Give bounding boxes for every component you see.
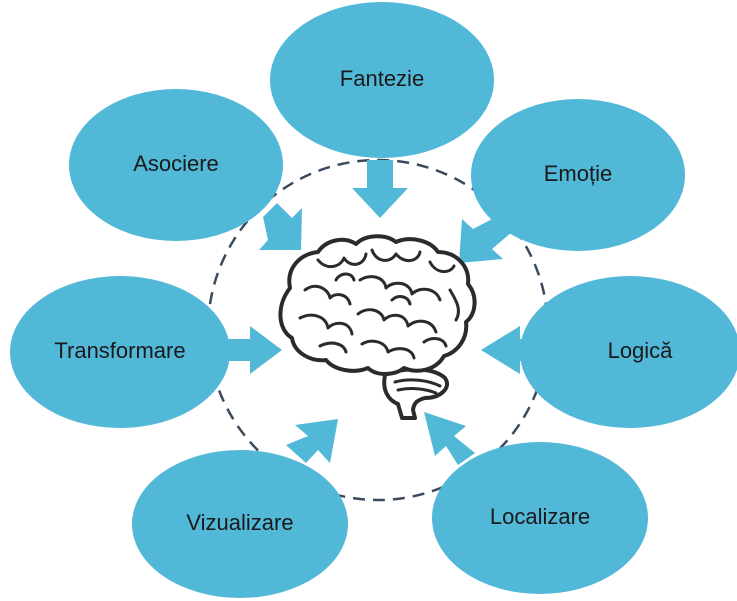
arrow-transformare [224, 326, 282, 374]
label-emotie: Emoție [544, 161, 612, 186]
bubble-emotie [471, 99, 685, 251]
label-localizare: Localizare [490, 504, 590, 529]
bubble-fantezie [270, 2, 494, 158]
label-asociere: Asociere [133, 151, 219, 176]
bubble-asociere [69, 89, 283, 241]
bubble-logica [520, 276, 737, 428]
arrow-vizualizare [286, 419, 338, 463]
arrow-emotie [459, 216, 512, 263]
label-transformare: Transformare [54, 338, 185, 363]
bubble-transformare [10, 276, 230, 428]
arrow-localizare [424, 412, 475, 465]
brain-icon [278, 234, 477, 420]
arrow-logica [481, 326, 545, 374]
arrow-fantezie [352, 160, 408, 218]
bubble-vizualizare [132, 450, 348, 598]
label-logica: Logică [608, 338, 674, 363]
bubble-localizare [432, 442, 648, 594]
label-fantezie: Fantezie [340, 66, 424, 91]
label-vizualizare: Vizualizare [186, 510, 293, 535]
arrow-asociere [259, 203, 302, 250]
